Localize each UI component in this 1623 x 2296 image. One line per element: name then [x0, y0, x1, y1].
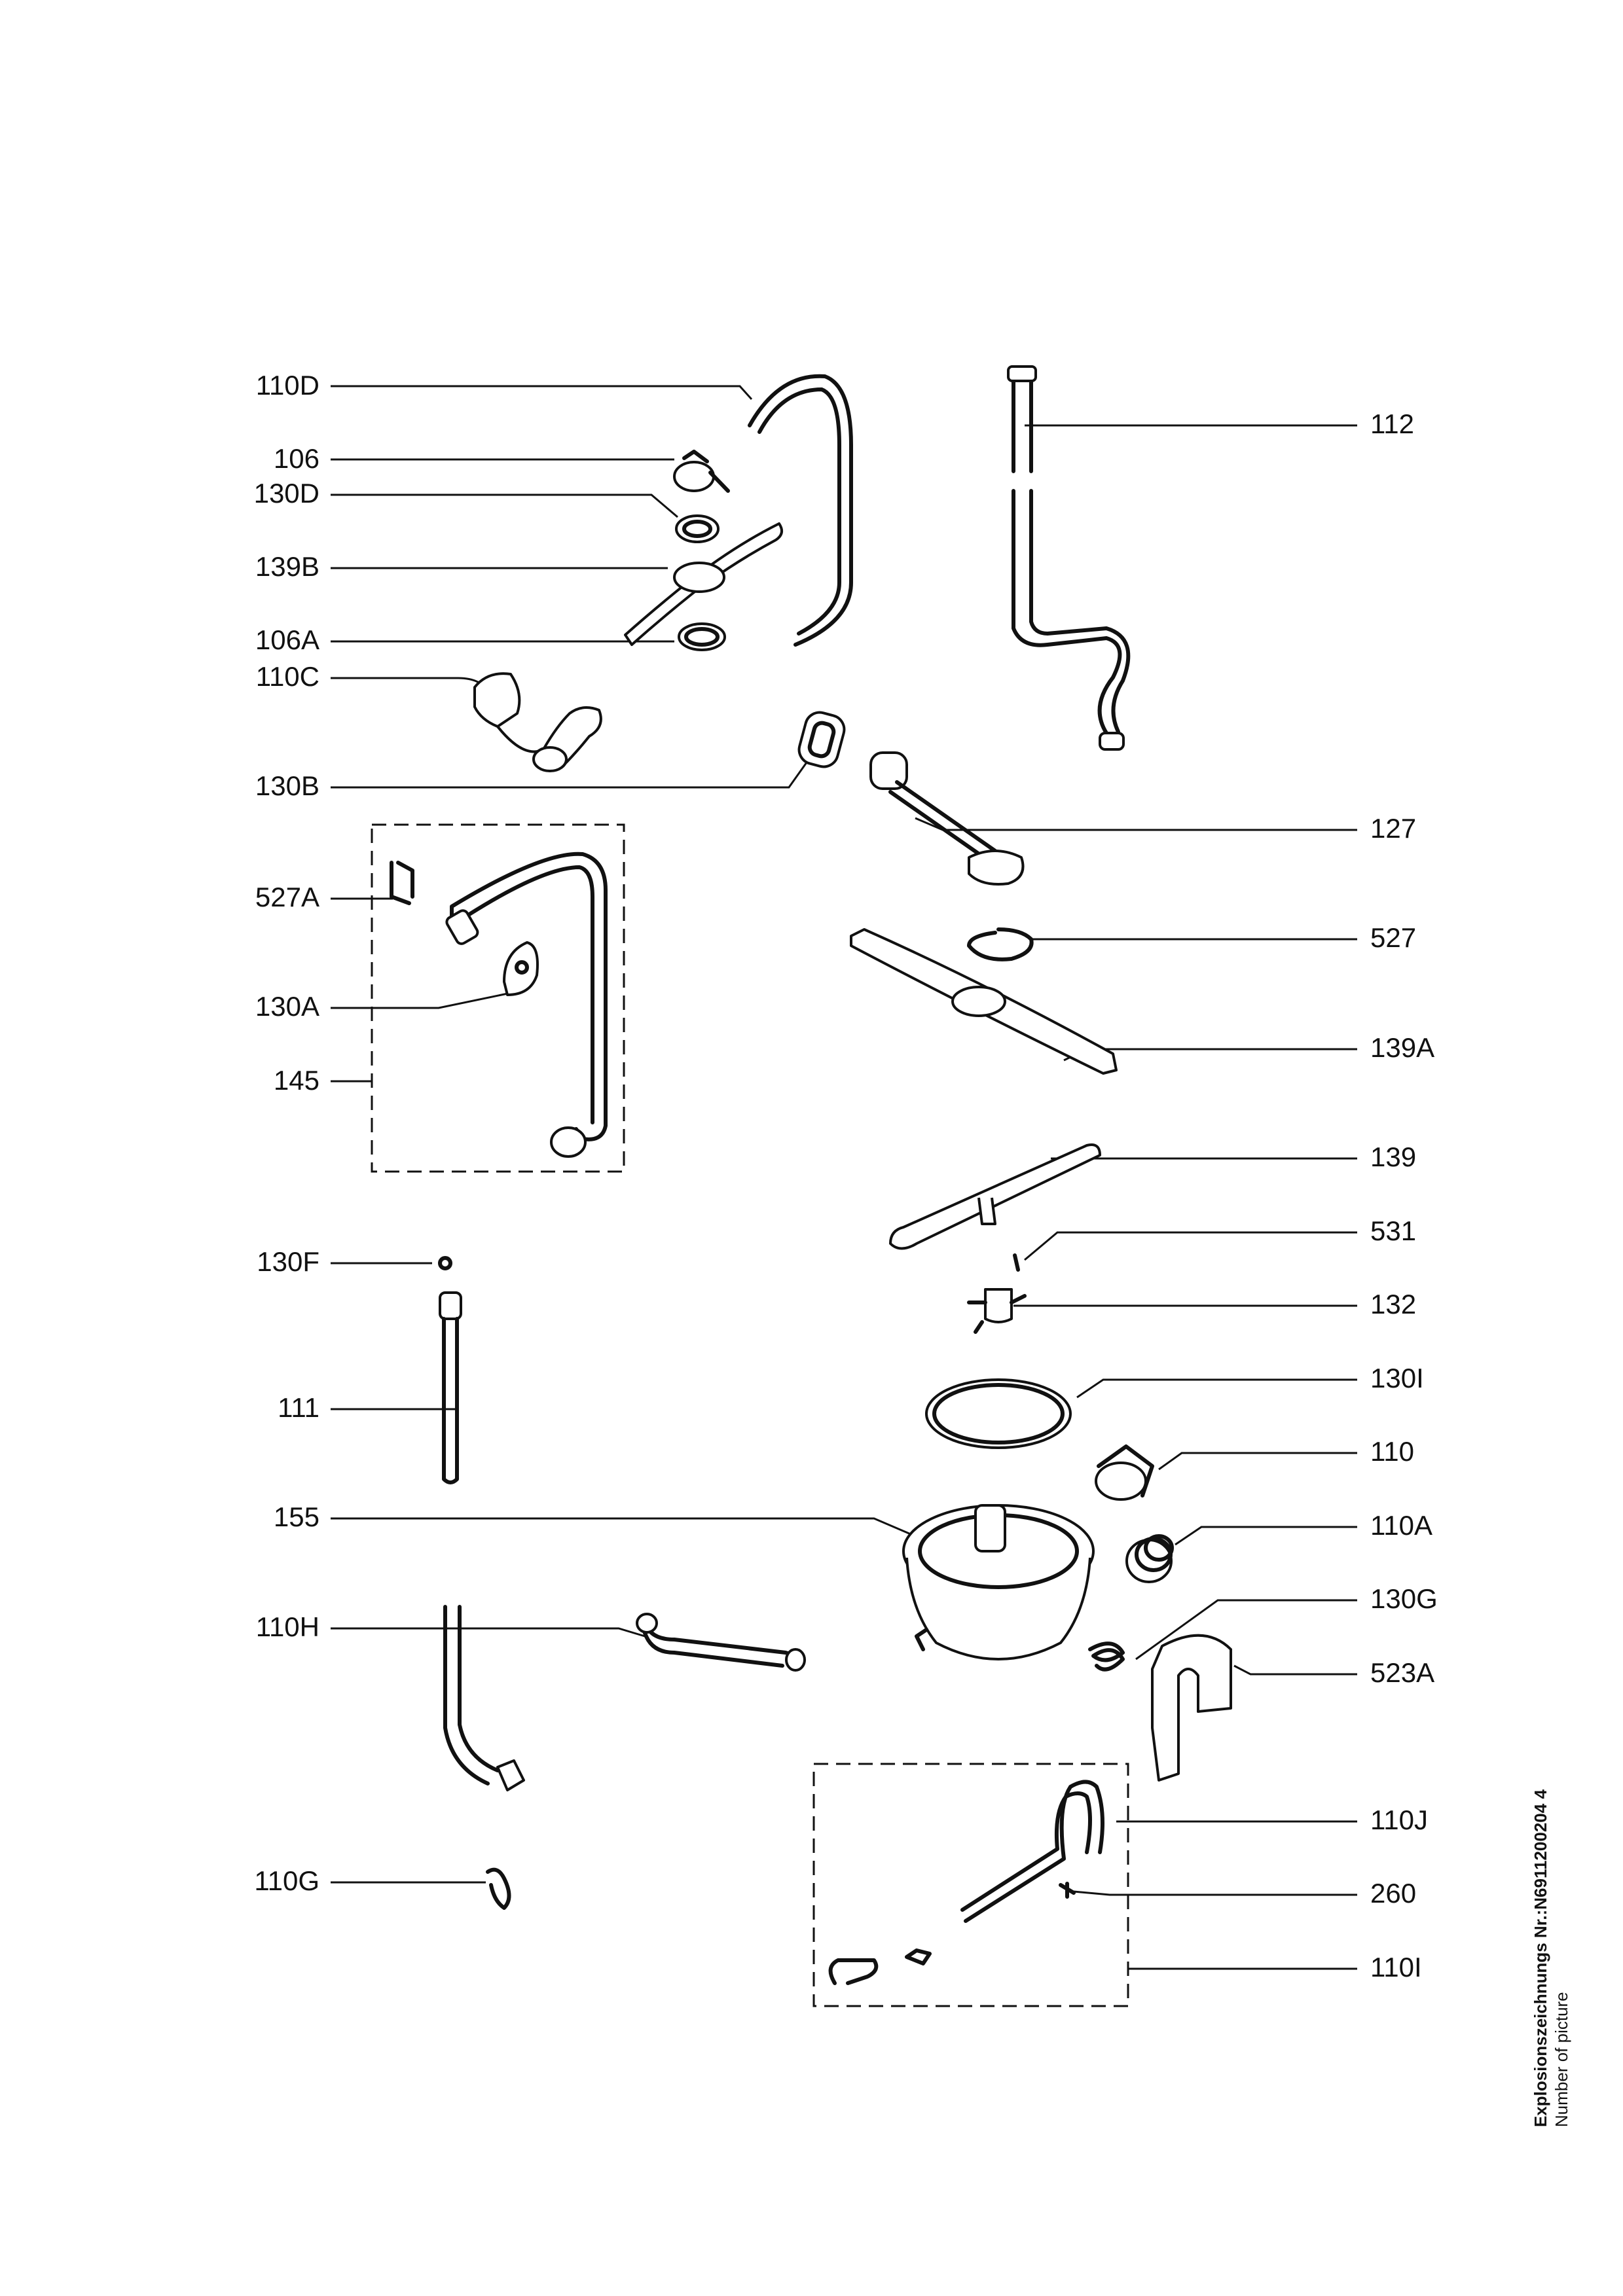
part-127-supply-pipe: [869, 751, 1025, 886]
part-130A-plate: [503, 941, 539, 996]
part-110G-clamp: [486, 1867, 511, 1910]
callout-527A: 527A: [255, 882, 319, 912]
callout-145: 145: [274, 1065, 319, 1096]
picture-number: Explosionszeichnungs Nr.:N6911200204 4: [1531, 1789, 1550, 2127]
callout-531: 531: [1370, 1215, 1416, 1246]
callout-110A: 110A: [1370, 1510, 1432, 1541]
callouts-left: 110D 106 130D 139B 106A 110C 130B 527A 1…: [254, 370, 921, 1896]
part-132-hub: [967, 1288, 1027, 1334]
part-531-screw: [1013, 1253, 1020, 1272]
number-of-picture-label: Number of picture: [1552, 1992, 1571, 2127]
part-110D-pipe: [748, 374, 853, 647]
leader-531: [1024, 1231, 1357, 1261]
group-box-145: [371, 823, 625, 1173]
callout-139: 139: [1370, 1141, 1416, 1172]
callouts-right: 112 127 527 139A 139 531 132 130I 110 11…: [915, 408, 1438, 1982]
part-130B-seal: [797, 711, 846, 768]
part-139-lower-spray-arm: [889, 1143, 1101, 1250]
part-110-sleeve: [1095, 1444, 1154, 1501]
part-111-hose: [439, 1291, 462, 1484]
leader-110A: [1175, 1526, 1357, 1546]
callout-110: 110: [1370, 1436, 1414, 1467]
callout-110G: 110G: [254, 1865, 319, 1896]
callout-155: 155: [274, 1501, 319, 1532]
callout-110C: 110C: [256, 661, 319, 692]
callout-132: 132: [1370, 1289, 1416, 1319]
part-260-screw: [1059, 1882, 1076, 1899]
part-527A-clip: [390, 861, 414, 905]
leader-127: [915, 817, 1357, 831]
part-130I-gasket: [925, 1378, 1072, 1449]
part-130D-ring: [675, 514, 720, 543]
callout-130A: 130A: [255, 991, 319, 1022]
callout-139B: 139B: [255, 551, 319, 582]
part-139B-spray-arm: [624, 522, 783, 646]
part-130F-clip: [438, 1256, 452, 1270]
callout-110I: 110I: [1370, 1952, 1422, 1982]
part-110C-hose: [473, 672, 602, 772]
leader-110D: [331, 385, 753, 401]
part-155-sump: [902, 1504, 1095, 1660]
leader-130B: [331, 762, 808, 789]
callout-130G: 130G: [1370, 1583, 1438, 1614]
leader-130I: [1076, 1378, 1357, 1399]
part-112-tube: [1007, 365, 1131, 751]
part-523A-bracket: [1151, 1634, 1232, 1782]
part-130G-spring: [1088, 1641, 1125, 1672]
part-110H-hoses: [443, 1605, 806, 1791]
leader-130A: [331, 990, 518, 1009]
callout-127: 127: [1370, 813, 1416, 844]
callout-130D: 130D: [254, 478, 319, 509]
callout-523A: 523A: [1370, 1657, 1434, 1688]
part-527-clip: [967, 927, 1034, 961]
callout-106A: 106A: [255, 624, 319, 655]
callout-110H: 110H: [256, 1611, 319, 1642]
callout-110D: 110D: [256, 370, 319, 401]
leader-110H: [331, 1627, 646, 1638]
leader-130G: [1135, 1599, 1357, 1660]
part-145-pipe: [445, 852, 608, 1158]
callout-112: 112: [1370, 408, 1414, 439]
part-110A-bellows: [1125, 1534, 1174, 1583]
leader-155: [331, 1517, 921, 1539]
group-box-110I: [812, 1763, 1129, 2007]
callout-130I: 130I: [1370, 1363, 1424, 1393]
leader-260: [1073, 1890, 1357, 1896]
leader-130D: [331, 493, 678, 518]
callout-130B: 130B: [255, 770, 319, 801]
part-106A-ring: [678, 622, 726, 651]
part-106-valve: [673, 450, 730, 493]
callout-527: 527: [1370, 922, 1416, 953]
callout-139A: 139A: [1370, 1032, 1434, 1063]
part-110J-pipe: [828, 1780, 1104, 1985]
part-139A-upper-spray-arm: [850, 928, 1118, 1075]
leader-110C: [331, 677, 492, 694]
side-caption: Explosionszeichnungs Nr.:N6911200204 4 N…: [1531, 1789, 1571, 2127]
callout-110J: 110J: [1370, 1804, 1428, 1835]
callout-130F: 130F: [257, 1246, 319, 1277]
leader-523A: [1233, 1664, 1357, 1676]
leader-110: [1158, 1452, 1357, 1471]
callout-260: 260: [1370, 1878, 1416, 1909]
callout-111: 111: [278, 1392, 319, 1423]
callout-106: 106: [274, 443, 319, 474]
